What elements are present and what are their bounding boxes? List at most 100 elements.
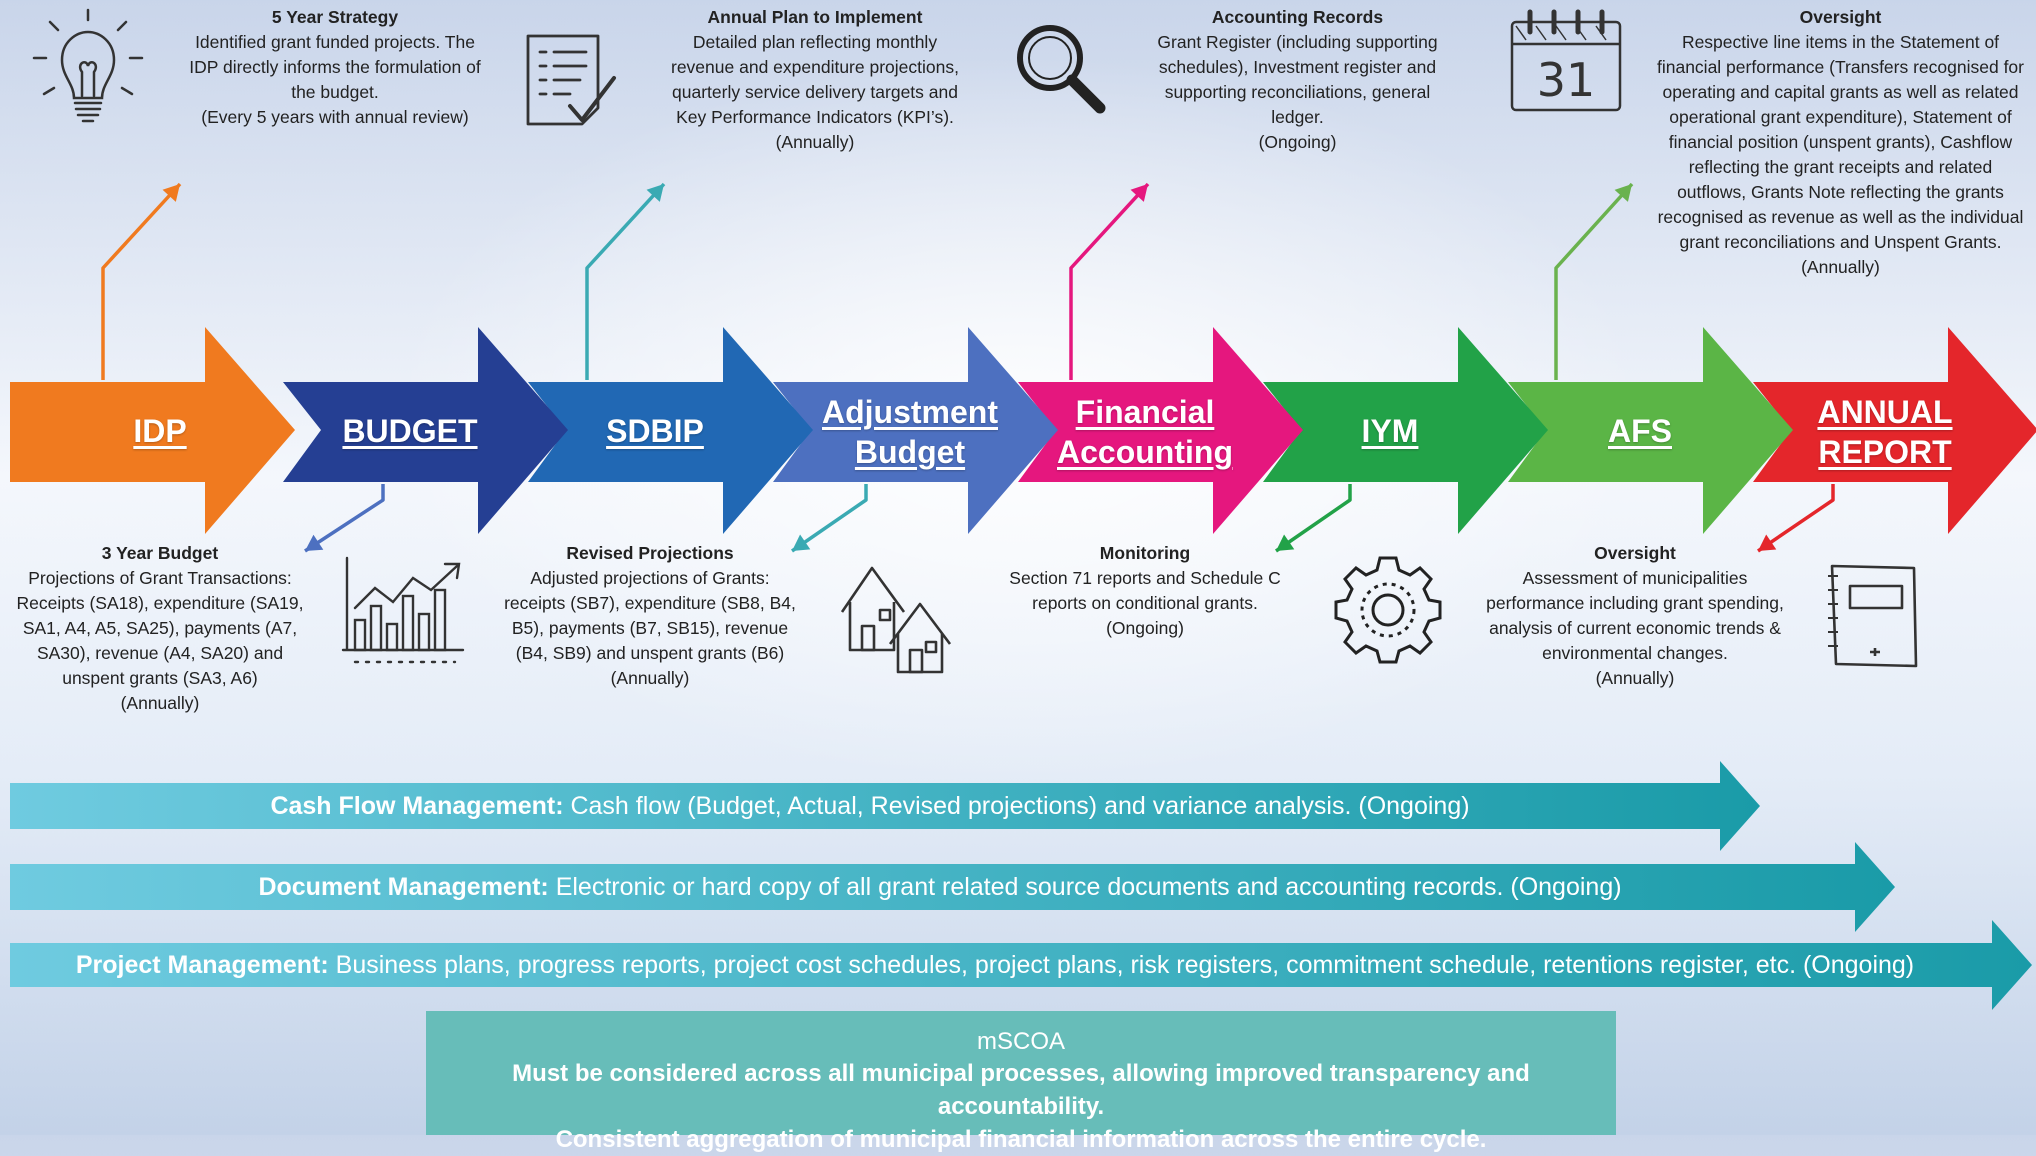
note-line: performance including grant spending, [1486,593,1784,613]
note-line: SA1, A4, A5, SA25), payments (A7, [22,618,298,638]
stage-label-sdbip-line-1: SDBIP [606,413,704,449]
stage-label-financial-accounting: Financial Accounting [1035,392,1255,472]
note-line: grant reconciliations and Unspent Grants… [1679,232,2002,252]
note-line: (Annually) [610,668,690,688]
stage-label-annual-line-2: REPORT [1818,434,1952,470]
note-line: ledger. [1271,107,1324,127]
band-project-text: Business plans, progress reports, projec… [328,951,1915,979]
stage-label-idp-line-1: IDP [133,413,187,449]
note-line: (Ongoing) [1258,132,1337,152]
connector-annual-to-oversight-head [1758,534,1777,551]
bar-chart-icon [341,556,465,664]
magnifier-icon [1017,25,1106,114]
lightbulb-icon [32,8,144,123]
note-line: (Annually) [775,132,855,152]
note-title: Annual Plan to Implement [707,7,923,27]
note-line: financial position (unspent grants), Cas… [1668,132,2013,152]
band-document-arrow [10,842,1895,932]
stage-label-annual-report: ANNUAL REPORT [1790,392,1980,472]
note-line: schedules), Investment register and [1158,57,1437,77]
stage-arrow-sdbip [528,327,813,534]
note-line: Identified grant funded projects. The [195,32,475,52]
mscoa-box: mSCOA Must be considered across all muni… [426,1011,1616,1153]
stage-label-afs-line-1: AFS [1608,413,1672,449]
stage-label-iym-line-1: IYM [1361,413,1419,449]
stage-label-financial-line-1: Financial [1075,394,1215,430]
note-line: unspent grants (SA3, A6) [62,668,258,688]
band-document-text: Electronic or hard copy of all grant rel… [548,873,1622,901]
connector-afs-to-oversight-head [1614,184,1632,202]
note-line: Projections of Grant Transactions: [28,568,292,588]
band-project-label: Project Management: Business plans, prog… [0,950,1990,980]
stage-arrow-financial [1018,327,1303,534]
checklist-icon [526,34,616,126]
note-line: revenue and expenditure projections, [671,57,959,77]
stage-label-adjustment-line-1: Adjustment [822,394,998,430]
note-line: receipts (SB7), expenditure (SB8, B4, [504,593,796,613]
connector-financial-to-records-head [1130,184,1148,202]
note-line: supporting reconciliations, general [1164,82,1431,102]
note-line: (Every 5 years with annual review) [201,107,469,127]
note-line: B5), payments (B7, SB15), revenue [511,618,789,638]
note-line: (Annually) [1595,668,1675,688]
note-line: Detailed plan reflecting monthly [692,32,938,52]
note-title: Revised Projections [566,543,734,563]
note-title: 5 Year Strategy [271,7,399,27]
note-line: operating and capital grants as well as … [1662,82,2019,102]
stage-label-sdbip: SDBIP [570,411,740,451]
note-line: Assessment of municipalities [1522,568,1748,588]
connector-adjustment-to-revised [791,484,868,553]
note-line: environmental changes. [1542,643,1728,663]
note-line: operational grant expenditure), Statemen… [1669,107,2012,127]
stage-label-afs: AFS [1570,411,1710,451]
band-document-label: Document Management: Electronic or hard … [0,872,1880,902]
note-line: financial performance (Transfers recogni… [1656,57,2024,77]
note-line: Adjusted projections of Grants: [530,568,770,588]
note-line: SA30), revenue (A4, SA20) and [36,643,284,663]
note-line: Receipts (SA18), expenditure (SA19, [16,593,304,613]
connector-sdbip-to-plan-head [646,184,664,202]
note-line: quarterly service delivery targets and [672,82,958,102]
connector-financial-to-records [1069,182,1150,380]
stage-label-adjustment-budget: Adjustment Budget [790,392,1030,472]
note-line: Grant Register (including supporting [1157,32,1438,52]
stage-label-adjustment-line-2: Budget [854,434,966,470]
band-cash-flow-text: Cash flow (Budget, Actual, Revised proje… [563,792,1470,820]
stage-arrow-idp [10,327,295,534]
note-line: Key Performance Indicators (KPI’s). [676,107,954,127]
note-title: Accounting Records [1211,7,1384,27]
note-title: Oversight [1594,543,1676,563]
bottom-note-revised-projections: Revised Projections Adjusted projections… [495,541,805,691]
connector-budget-to-3-year [304,484,385,553]
stage-label-idp: IDP [80,411,240,451]
stage-arrow-budget [283,327,568,534]
stage-label-iym: IYM [1320,411,1460,451]
connector-budget-to-3-year-head [305,534,324,551]
bottom-note-monitoring: Monitoring Section 71 reports and Schedu… [990,541,1300,641]
note-line: (Ongoing) [1106,618,1184,638]
mscoa-title: mSCOA [976,1028,1065,1055]
stage-arrow-annual [1753,327,2036,534]
note-title: 3 Year Budget [101,543,219,563]
note-line: reflecting the grant receipts and relate… [1688,157,1993,177]
notebook-icon [1828,564,1918,668]
calendar-day: 31 [1537,53,1596,107]
note-line: recognised as revenue as well as the ind… [1657,207,2024,227]
connector-iym-to-monitoring [1275,484,1352,553]
note-line: Respective line items in the Statement o… [1681,32,2000,52]
connector-idp-to-strategy [101,182,182,380]
note-line: (Annually) [1801,257,1880,277]
top-note-5-year-strategy: 5 Year Strategy Identified grant funded … [170,5,500,130]
note-line: (Annually) [120,693,200,713]
band-project-arrow [10,920,2032,1010]
note-line: outflows, Grants Note reflecting the gra… [1677,182,2004,202]
connector-iym-to-monitoring-head [1276,534,1295,551]
band-document-title: Document Management: [258,873,549,901]
band-project-title: Project Management: [75,951,329,979]
calendar-icon: 31 [1510,9,1622,112]
stage-label-financial-line-2: Accounting [1057,434,1233,470]
note-line: (B4, SB9) and unspent grants (B6) [515,643,785,663]
process-bands [10,761,2032,1010]
connector-idp-to-strategy-head [162,184,180,202]
